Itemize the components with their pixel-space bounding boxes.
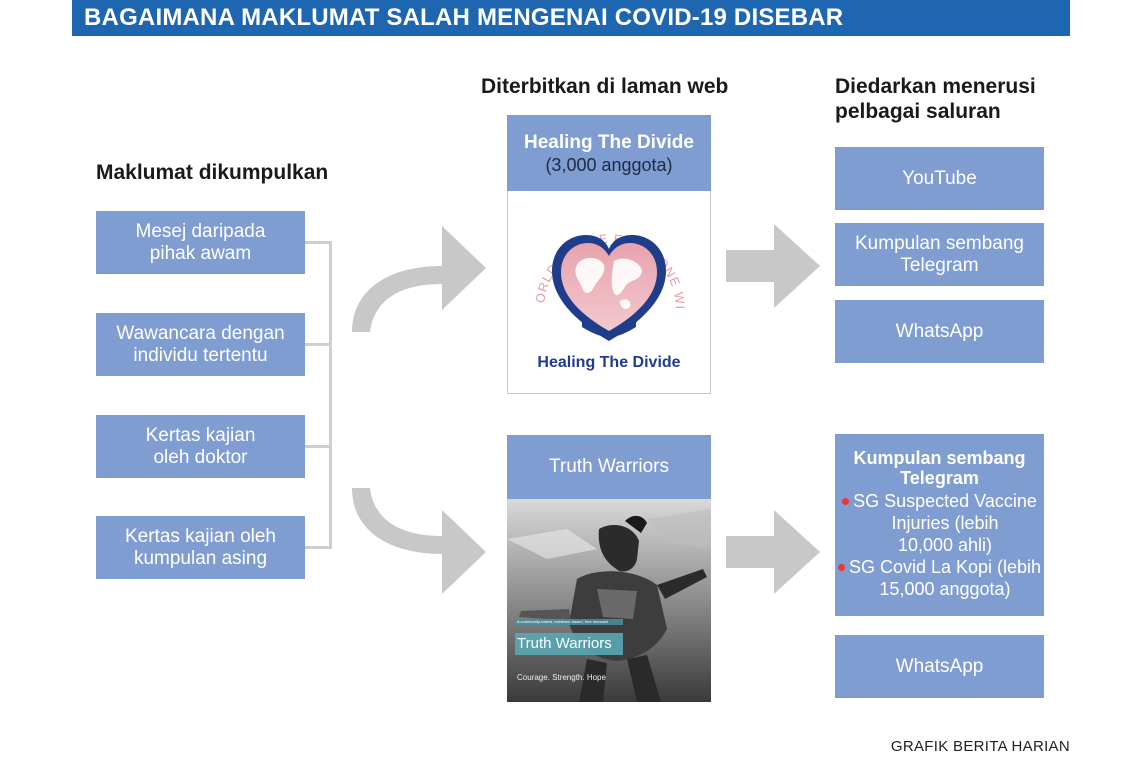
group1-line3: 10,000 ahli): [897, 535, 993, 555]
source-box-line1: Kertas kajian oleh: [124, 525, 277, 547]
source-box-line2: oleh doktor: [153, 446, 248, 468]
healing-site-header: Healing The Divide (3,000 anggota): [507, 115, 711, 191]
channel-telegram-line1: Kumpulan sembang: [855, 232, 1024, 254]
warrior-image: [507, 499, 711, 702]
source-box-line2: kumpulan asing: [133, 547, 268, 569]
heading-published: Diterbitkan di laman web: [481, 75, 729, 98]
poster-tagline: Courage. Strength. Hope: [517, 673, 606, 682]
channel-telegram-line2: Telegram: [900, 254, 979, 276]
bracket-spine: [329, 241, 332, 549]
source-box-line1: Kertas kajian: [145, 424, 256, 446]
channel-telegram-groups: Kumpulan sembang Telegram SG Suspected V…: [835, 434, 1044, 616]
graphic-credit: GRAFIK BERITA HARIAN: [890, 738, 1070, 755]
bullet-icon: [837, 564, 845, 571]
bracket-tick: [305, 241, 332, 244]
telegram-title-line1: Kumpulan sembang: [853, 448, 1026, 468]
curved-arrow-down: [352, 488, 486, 594]
poster-top-text: A community-based, evidence-based, free …: [517, 619, 609, 624]
group1-line2: Injuries (lebih: [891, 513, 999, 533]
healing-site-members: (3,000 anggota): [545, 155, 673, 175]
source-box-line1: Mesej daripada: [135, 220, 266, 242]
healing-site-name: Healing The Divide: [524, 132, 694, 153]
heading-distributed-line2: pelbagai saluran: [835, 100, 1001, 123]
source-box-line1: Wawancara dengan: [116, 322, 285, 344]
group1-line1: SG Suspected Vaccine: [853, 491, 1037, 511]
source-box-doctor-papers: Kertas kajian oleh doktor: [96, 415, 305, 478]
group2-line2: 15,000 anggota): [879, 579, 1011, 599]
healing-logo-card: A WORLD WHERE EVERYONE WINS Healing The …: [502, 180, 711, 394]
heading-distributed: Diedarkan menerusi pelbagai saluran: [835, 74, 1036, 124]
channel-whatsapp: WhatsApp: [835, 300, 1044, 363]
channel-whatsapp-bottom: WhatsApp: [835, 635, 1044, 698]
telegram-group-item: SG Suspected Vaccine Injuries (lebih 10,…: [842, 490, 1037, 556]
page-title: BAGAIMANA MAKLUMAT SALAH MENGENAI COVID-…: [72, 0, 1070, 36]
logo-caption: Healing The Divide: [537, 354, 680, 371]
bullet-icon: [842, 498, 850, 505]
channel-telegram: Kumpulan sembang Telegram: [835, 223, 1044, 286]
heading-collected: Maklumat dikumpulkan: [96, 161, 329, 184]
channel-youtube: YouTube: [835, 147, 1044, 210]
truth-site-header: Truth Warriors: [507, 435, 711, 499]
poster-title: Truth Warriors: [517, 635, 612, 652]
bracket-tick: [305, 445, 332, 448]
source-box-line2: pihak awam: [149, 242, 252, 264]
source-box-foreign-papers: Kertas kajian oleh kumpulan asing: [96, 516, 305, 579]
telegram-group-item: SG Covid La Kopi (lebih 15,000 anggota): [837, 556, 1042, 600]
healing-logo: A WORLD WHERE EVERYONE WINS Healing The …: [502, 180, 686, 371]
curved-arrow-up: [352, 226, 486, 332]
bracket-tick: [305, 343, 332, 346]
bracket-tick: [305, 546, 332, 549]
heading-distributed-line1: Diedarkan menerusi: [835, 75, 1036, 98]
arrow-right-top: [726, 224, 820, 308]
source-box-public-messages: Mesej daripada pihak awam: [96, 211, 305, 274]
arrow-right-bottom: [726, 510, 820, 594]
group2-line1: SG Covid La Kopi (lebih: [848, 557, 1042, 577]
source-box-line2: individu tertentu: [133, 344, 268, 366]
truth-poster: A community-based, evidence-based, free …: [507, 499, 711, 702]
telegram-title-line2: Telegram: [900, 468, 979, 488]
source-box-interviews: Wawancara dengan individu tertentu: [96, 313, 305, 376]
